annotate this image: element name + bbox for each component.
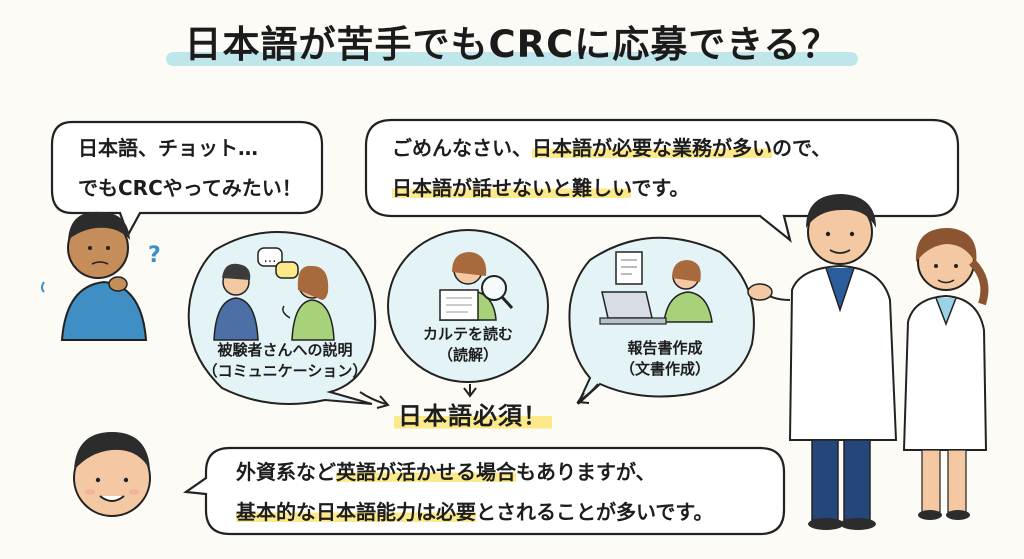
left-bubble-line1: 日本語、チョット… [78, 136, 258, 160]
bottom-bubble-line1-post: もありますが、 [516, 460, 656, 484]
japanese-required-label: 日本語必須！ [394, 402, 552, 430]
doctor-woman-illustration [902, 228, 989, 520]
right-bubble-line1-post: ので、 [772, 136, 832, 160]
bottom-bubble-line1: 外資系など英語が活かせる場合もありますが、 [236, 452, 713, 492]
task-label-3: 報告書作成 （文書作成） [590, 338, 740, 380]
right-bubble-line1-pre: ごめんなさい、 [392, 136, 532, 160]
page-title: 日本語が苦手でもCRCに応募できる？ [166, 14, 858, 68]
bottom-bubble-line2: 基本的な日本語能力は必要とされることが多いです。 [236, 492, 713, 532]
right-bubble-line1: ごめんなさい、日本語が必要な業務が多いので、 [392, 128, 831, 168]
task1-woman-icon [282, 265, 335, 341]
task1-title: 被験者さんへの説明 [217, 341, 353, 359]
must-label-wrap: 日本語必須！ [394, 396, 552, 431]
title-area: 日本語が苦手でもCRCに応募できる？ [0, 14, 1024, 68]
right-bubble-line2: 日本語が話せないと難しいです。 [392, 168, 831, 208]
bottom-bubble-line1-highlight: 英語が活かせる場合 [336, 460, 516, 484]
task1-speech-icons: … [257, 247, 299, 279]
magnifier-icon [481, 275, 514, 310]
task-label-1: 被験者さんへの説明 （コミュニケーション） [200, 340, 370, 382]
arrow-left [359, 391, 387, 405]
left-bubble-text: 日本語、チョット… でもCRCやってみたい！ [78, 128, 302, 208]
task-label-2: カルテを読む （読解） [398, 324, 538, 366]
smiling-man-illustration [73, 432, 151, 517]
bottom-bubble-text: 外資系など英語が活かせる場合もありますが、 基本的な日本語能力は必要とされること… [236, 452, 713, 532]
speech-dots-text: … [264, 251, 277, 266]
task1-man-icon [213, 263, 259, 341]
task2-title: カルテを読む [422, 325, 513, 343]
bottom-bubble-line2-highlight: 基本的な日本語能力は必要 [236, 500, 476, 524]
right-bubble-line2-highlight: 日本語が話せないと難しい [392, 176, 632, 200]
task2-subtitle: （読解） [437, 346, 498, 364]
bottom-bubble-line2-post: とされることが多いです。 [476, 500, 714, 524]
arrow-right-head [576, 392, 590, 404]
right-bubble-text: ごめんなさい、日本語が必要な業務が多いので、 日本語が話せないと難しいです。 [392, 128, 831, 208]
page-title-text: 日本語が苦手でもCRCに応募できる？ [184, 23, 840, 66]
task2-reader-icon [439, 252, 497, 321]
left-speech-bubble [50, 120, 324, 238]
task3-title: 報告書作成 [627, 339, 703, 357]
task3-subtitle: （文書作成） [619, 360, 710, 378]
question-mark-icon: ? [148, 243, 161, 268]
arrow-mid-head [463, 387, 477, 398]
bottom-bubble-line1-pre: 外資系など [236, 460, 336, 484]
right-bubble-line2-post: です。 [631, 176, 690, 200]
worried-man-illustration [41, 211, 148, 341]
task3-writer-icon [599, 251, 713, 325]
right-bubble-line1-highlight: 日本語が必要な業務が多い [532, 136, 772, 160]
arrow-right [579, 383, 599, 401]
task1-subtitle: （コミュニケーション） [202, 362, 368, 380]
doctor-man-illustration [747, 194, 898, 530]
arrow-left-head [376, 395, 390, 409]
left-bubble-line2: でもCRCやってみたい！ [78, 176, 302, 200]
